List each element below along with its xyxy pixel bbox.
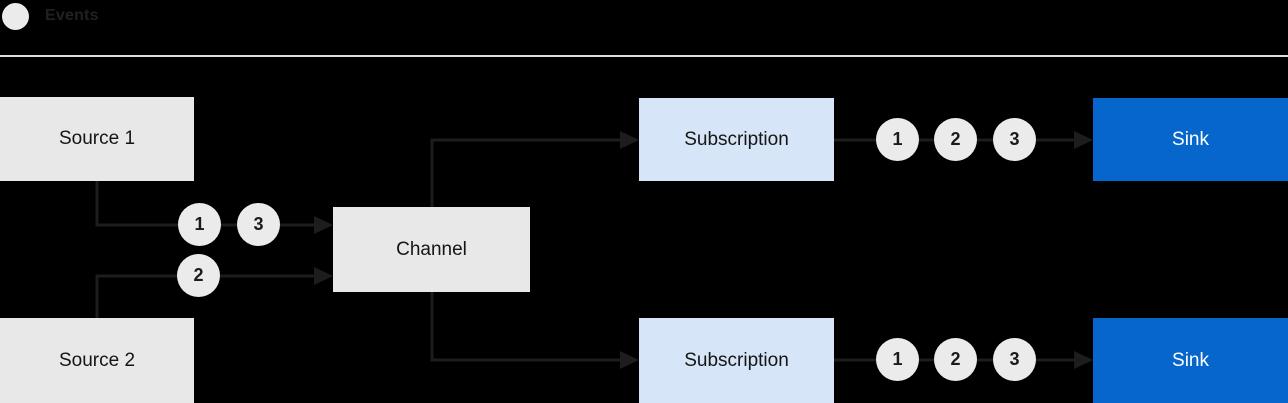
node-sink-2: Sink — [1093, 318, 1288, 403]
connector-channel-to-subscription1 — [430, 138, 622, 207]
event-marker-sub2-2-number: 2 — [950, 349, 961, 369]
connector-source2-to-channel — [95, 274, 316, 318]
legend-divider — [0, 55, 1288, 57]
event-marker-2: 2 — [177, 254, 220, 297]
event-marker-sub2-1-number: 1 — [892, 349, 903, 369]
arrowhead-channel-to-subscription2 — [620, 351, 639, 369]
event-marker-3: 3 — [237, 203, 280, 246]
node-sink-1: Sink — [1093, 98, 1288, 181]
arrowhead-channel-to-subscription1 — [620, 131, 639, 149]
node-subscription-1-label: Subscription — [684, 128, 789, 150]
event-marker-3-number: 3 — [253, 214, 264, 234]
node-sink-1-label: Sink — [1172, 128, 1209, 150]
node-channel: Channel — [333, 207, 530, 292]
event-circle-icon — [2, 3, 29, 30]
node-channel-label: Channel — [396, 238, 467, 260]
node-subscription-1: Subscription — [639, 98, 834, 181]
event-marker-sub1-2: 2 — [934, 118, 977, 161]
node-source-2: Source 2 — [0, 318, 194, 403]
event-marker-1-number: 1 — [194, 214, 205, 234]
node-source-1-label: Source 1 — [58, 128, 136, 149]
node-source-1: Source 1 — [0, 97, 194, 181]
event-marker-2-number: 2 — [193, 265, 204, 285]
event-marker-sub2-3-number: 3 — [1009, 349, 1020, 369]
arrowhead-subscription2-to-sink2 — [1074, 351, 1093, 369]
event-marker-sub1-3-number: 3 — [1009, 129, 1020, 149]
node-subscription-2: Subscription — [639, 318, 834, 403]
arrowhead-source2-to-channel — [314, 267, 333, 285]
event-marker-sub1-1: 1 — [876, 118, 919, 161]
event-marker-sub1-3: 3 — [993, 118, 1036, 161]
event-marker-sub2-2: 2 — [934, 338, 977, 381]
node-subscription-2-label: Subscription — [684, 349, 789, 371]
node-sink-2-label: Sink — [1172, 349, 1209, 371]
connector-channel-to-subscription2 — [430, 292, 622, 362]
event-marker-sub2-1: 1 — [876, 338, 919, 381]
event-marker-sub2-3: 3 — [993, 338, 1036, 381]
arrowhead-source1-to-channel — [314, 216, 333, 234]
arrowhead-subscription1-to-sink1 — [1074, 131, 1093, 149]
legend-label: Events — [45, 7, 99, 24]
event-marker-sub1-2-number: 2 — [950, 129, 961, 149]
event-marker-sub1-1-number: 1 — [892, 129, 903, 149]
node-source-2-label: Source 2 — [58, 349, 136, 371]
event-marker-1: 1 — [178, 203, 221, 246]
